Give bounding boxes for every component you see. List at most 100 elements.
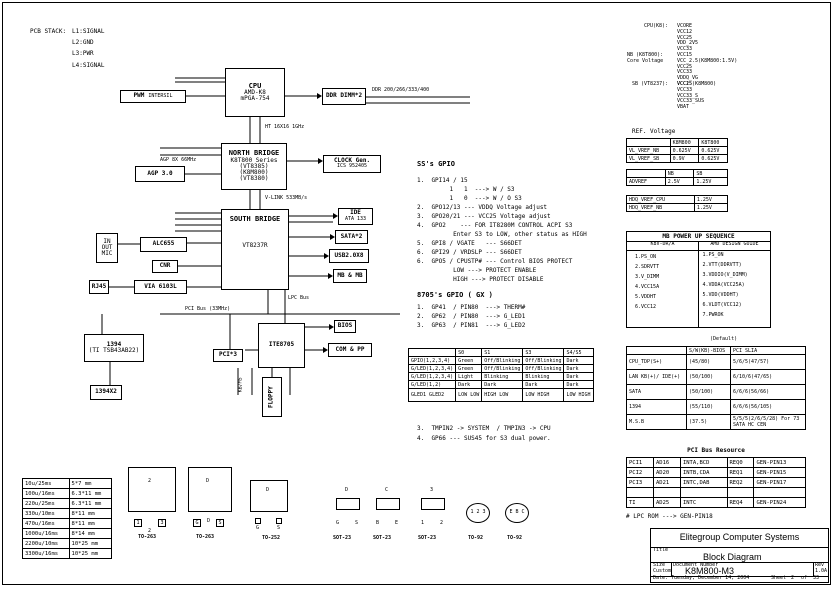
table-cell: REQ1	[726, 467, 755, 478]
table-cell	[753, 487, 806, 498]
table-cell: REQ0	[726, 457, 755, 468]
table-cell: 2200u/10ms	[22, 538, 70, 549]
voltage-item: VCC15(K8M800)	[677, 80, 717, 87]
table-cell: 6/10/6(47/65)	[730, 369, 806, 385]
package-pin	[276, 518, 282, 524]
table-cell: 330u/10ms	[22, 508, 70, 519]
voltage-item: VCC33	[677, 69, 693, 76]
voltage-item: VBAT	[677, 104, 690, 110]
clock-title: CLOCK Gen.	[333, 156, 371, 164]
table-row: TI AD25 INTC REQ4 GEN-PIN24	[626, 497, 806, 508]
gpio-line: 6. GPI29 / VRDSLP --- S66DET	[417, 248, 522, 256]
ide-title: IDE	[350, 209, 361, 217]
ite-gpio-line: 2. GP62 / PIN80 ---> G_LED1	[417, 312, 526, 320]
advref-table: NB SB ADVREF 2.5V 1.25V	[626, 169, 728, 186]
title-company: Elitegroup Computer Systems	[651, 529, 828, 548]
table-cell: PCI3	[626, 477, 654, 488]
table-cell: (50/100)	[686, 369, 731, 385]
voltage-item: VDDQ_VG	[677, 75, 699, 81]
table-cell: Dark	[563, 356, 594, 365]
package-to252: D G S TO-252	[250, 480, 290, 542]
cpu-block: CPU AMD-K8 mPGA-754	[225, 68, 285, 117]
table-cell: Dark	[563, 372, 594, 381]
package-pin: G	[193, 519, 201, 527]
agp-block: AGP 3.0	[135, 166, 185, 182]
table-cell: K8T800	[698, 138, 728, 147]
table-cell: 0.625V	[698, 154, 728, 163]
table-row: S0 S1 S3 S4/S5	[407, 348, 594, 357]
seq-item: 2.VTT(DDRVTT)	[702, 262, 742, 268]
voltage-item: VCC12	[677, 28, 693, 35]
seq-item: 1.PS_ON	[702, 252, 724, 258]
table-cell: GPIO(1,2,3,4)	[407, 356, 457, 365]
package-body	[188, 467, 232, 512]
docnum-label: Document Number	[673, 562, 719, 568]
alc655-block: ALC655	[140, 237, 187, 252]
package-name: TO-263	[196, 534, 215, 540]
table-cell: GEN-PIN17	[753, 477, 806, 488]
ref-voltage-title: REF. Voltage	[632, 128, 676, 135]
table-cell: HIGH LOW	[481, 388, 524, 402]
com-title: COM & PP	[335, 345, 365, 353]
table-cell: 0.9V	[669, 154, 700, 163]
ddr-block: DDR DIMM*2	[322, 88, 366, 105]
voltage-item: VCC33_S	[677, 92, 699, 99]
gpio-line: 1. GPI14 / 15	[417, 176, 468, 184]
table-cell: 10u/25ms	[22, 478, 70, 489]
table-cell: 6/6/6(56/66)	[730, 384, 806, 400]
sb-sub: VT8237R	[242, 242, 268, 250]
cpu-title: CPU	[248, 81, 262, 90]
table-cell	[679, 487, 728, 498]
package-name: SOT-23	[418, 535, 437, 541]
package-pin-label: 3	[430, 487, 434, 493]
table-cell: Green	[455, 364, 483, 373]
table-cell: 6.3*11 mm	[68, 488, 113, 499]
pci-table-note: (Default)	[710, 336, 738, 342]
table-cell: 8*11 mm	[68, 508, 113, 519]
gpio-line: 3. GPO20/21 --- VCC25 Voltage adjust	[417, 212, 551, 220]
gpio-line: 6. GPO5 / CPUSTP# --- Control BIOS PROTE…	[417, 257, 573, 265]
package-pin-label: 2	[440, 520, 444, 526]
power-seq-col1-head: K8V-DR/A	[627, 241, 699, 250]
voltage-item: VCC25	[677, 34, 693, 41]
table-row: GLED1 GLED2 LOW LOW HIGH LOW LOW HIGH LO…	[407, 388, 594, 402]
voltage-item: VCC25	[677, 63, 693, 70]
package-tab-pin: 2	[148, 478, 152, 484]
package-body	[336, 498, 360, 510]
table-cell: 5/5/5(2/6/5/28) For 73 SATA HC CEN	[730, 414, 806, 430]
table-cell: 2.5V	[664, 177, 695, 186]
table-cell: G/LED(1,2)	[407, 380, 457, 389]
seq-item: 6.VCC12	[635, 304, 657, 310]
gpio-line: 2. GPO12/13 --- VDDQ Voltage adjust	[417, 203, 548, 211]
table-cell: SATA	[625, 384, 688, 400]
agp-title: AGP 3.0	[147, 169, 173, 177]
table-cell: 6/6/6(56/105)	[730, 399, 806, 415]
package-pin-label: G	[336, 520, 340, 526]
agp-bus-label: AGP 8X 66MHz	[160, 157, 197, 163]
date-value: Tuesday, December 14, 2004	[671, 575, 750, 581]
table-cell: PCI SLIA	[730, 346, 806, 355]
gpio-line: Enter S3 to LOW, other status as HIGH	[417, 230, 587, 238]
sheet-label: Sheet	[771, 575, 787, 581]
mbmb-title: MB & MB	[337, 271, 363, 279]
ht-label: HT 16X16 1GHz	[265, 124, 305, 130]
of-label: of	[801, 575, 808, 581]
table-cell: Off/Blinking	[522, 356, 565, 365]
table-row	[626, 487, 806, 498]
table-cell: 220u/25ms	[22, 498, 70, 509]
kbms-label: KB/MS	[238, 372, 252, 402]
cpu-line1: AMD-K8	[244, 88, 266, 96]
seq-item: 5.VDD(VDDHT)	[702, 292, 739, 298]
table-cell: 1000u/16ms	[22, 528, 70, 539]
table-cell: LOW HIGH	[522, 388, 565, 402]
size-value: Custom	[653, 568, 672, 574]
table-row: VL_VREF_NB 0.625V 0.625V	[626, 146, 728, 155]
sb-title: SOUTH BRIDGE	[229, 215, 281, 223]
note-gp66: 4. GP66 --- SUS45 for S3 dual power.	[417, 435, 551, 442]
table-cell: 5/6/5(47/57)	[730, 354, 806, 370]
package-pin: 1	[134, 519, 142, 527]
package-pin-label: D	[345, 487, 349, 493]
